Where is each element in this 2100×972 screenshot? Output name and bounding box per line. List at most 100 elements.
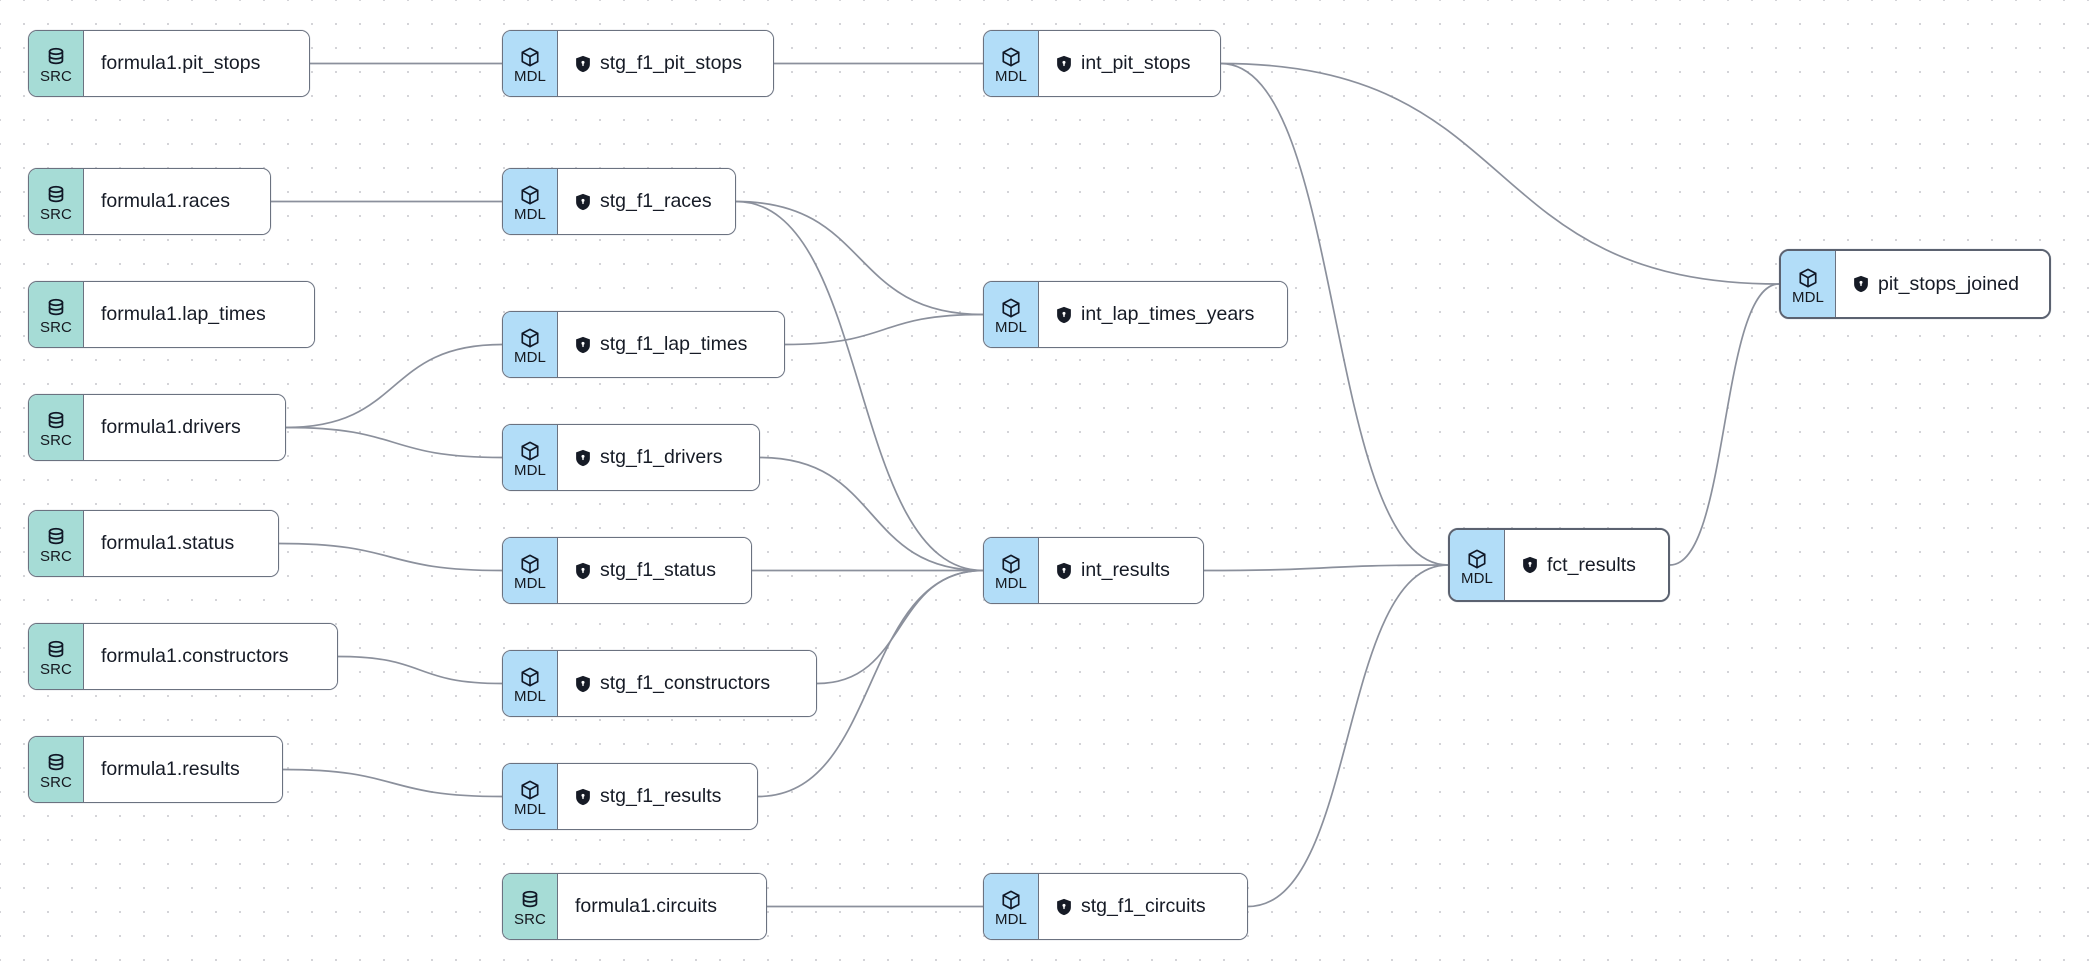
cube-icon <box>1466 548 1488 570</box>
cube-icon <box>519 184 541 206</box>
lineage-node-stg_constructors[interactable]: MDL stg_f1_constructors <box>502 650 817 717</box>
node-body[interactable]: int_pit_stops <box>1039 31 1220 96</box>
lineage-node-int_pit_stops[interactable]: MDL int_pit_stops <box>983 30 1221 97</box>
lineage-node-src_status[interactable]: SRC formula1.status <box>28 510 279 577</box>
lineage-node-src_races[interactable]: SRC formula1.races <box>28 168 271 235</box>
node-label: stg_f1_races <box>600 190 712 212</box>
node-type-label: MDL <box>514 688 546 705</box>
node-body[interactable]: fct_results <box>1505 530 1668 600</box>
node-label: formula1.pit_stops <box>101 52 261 74</box>
lineage-edge-src_results-to-stg_results <box>282 768 503 798</box>
lineage-node-src_constructors[interactable]: SRC formula1.constructors <box>28 623 338 690</box>
lineage-node-pit_stops_joined[interactable]: MDL pit_stops_joined <box>1779 249 2051 319</box>
node-type-badge: MDL <box>1450 530 1505 600</box>
node-body[interactable]: formula1.drivers <box>84 395 285 460</box>
node-type-label: MDL <box>514 206 546 223</box>
node-body[interactable]: stg_f1_results <box>558 764 757 829</box>
node-body[interactable]: stg_f1_drivers <box>558 425 759 490</box>
node-type-label: SRC <box>40 68 72 85</box>
lineage-node-stg_pit_stops[interactable]: MDL stg_f1_pit_stops <box>502 30 774 97</box>
cube-icon <box>1000 889 1022 911</box>
node-type-label: MDL <box>514 349 546 366</box>
node-type-label: MDL <box>514 801 546 818</box>
shield-icon <box>1056 306 1072 324</box>
node-body[interactable]: pit_stops_joined <box>1836 251 2049 317</box>
node-label: stg_f1_status <box>600 559 716 581</box>
cube-icon <box>519 553 541 575</box>
node-body[interactable]: stg_f1_constructors <box>558 651 816 716</box>
cube-icon <box>1000 297 1022 319</box>
node-type-badge: MDL <box>984 874 1039 939</box>
node-body[interactable]: stg_f1_pit_stops <box>558 31 773 96</box>
database-icon <box>519 889 541 911</box>
lineage-edge-fct_results-to-pit_stops_joined <box>1669 283 1780 566</box>
node-type-badge: MDL <box>503 312 558 377</box>
shield-icon <box>575 788 591 806</box>
shield-icon <box>1853 275 1869 293</box>
database-icon <box>45 46 67 68</box>
shield-icon <box>575 562 591 580</box>
shield-icon <box>575 336 591 354</box>
node-type-label: SRC <box>40 661 72 678</box>
node-body[interactable]: formula1.status <box>84 511 278 576</box>
lineage-edge-stg_constructors-to-int_results <box>816 569 984 685</box>
shield-icon <box>575 193 591 211</box>
lineage-node-stg_drivers[interactable]: MDL stg_f1_drivers <box>502 424 760 491</box>
lineage-node-int_results[interactable]: MDL int_results <box>983 537 1204 604</box>
lineage-node-src_circuits[interactable]: SRC formula1.circuits <box>502 873 767 940</box>
node-body[interactable]: int_lap_times_years <box>1039 282 1287 347</box>
database-icon <box>45 297 67 319</box>
lineage-node-stg_circuits[interactable]: MDL stg_f1_circuits <box>983 873 1248 940</box>
lineage-edge-src_drivers-to-stg_drivers <box>285 426 503 459</box>
lineage-node-stg_status[interactable]: MDL stg_f1_status <box>502 537 752 604</box>
node-label: fct_results <box>1547 553 1636 576</box>
node-body[interactable]: formula1.races <box>84 169 270 234</box>
lineage-node-src_results[interactable]: SRC formula1.results <box>28 736 283 803</box>
lineage-edge-stg_races-to-int_results <box>735 200 984 572</box>
node-label: int_lap_times_years <box>1081 303 1255 325</box>
node-type-badge: MDL <box>984 538 1039 603</box>
lineage-node-stg_races[interactable]: MDL stg_f1_races <box>502 168 736 235</box>
node-body[interactable]: stg_f1_circuits <box>1039 874 1247 939</box>
node-type-badge: MDL <box>984 282 1039 347</box>
cube-icon <box>519 779 541 801</box>
node-body[interactable]: stg_f1_races <box>558 169 735 234</box>
node-label: stg_f1_lap_times <box>600 333 748 355</box>
shield-icon <box>1056 562 1072 580</box>
node-type-badge: MDL <box>503 764 558 829</box>
node-label: formula1.results <box>101 758 240 780</box>
shield-icon <box>575 675 591 693</box>
node-body[interactable]: formula1.lap_times <box>84 282 314 347</box>
node-body[interactable]: stg_f1_status <box>558 538 751 603</box>
lineage-edge-stg_drivers-to-int_results <box>759 456 984 572</box>
node-type-label: SRC <box>40 206 72 223</box>
node-type-badge: MDL <box>503 169 558 234</box>
shield-icon <box>575 55 591 73</box>
node-body[interactable]: formula1.pit_stops <box>84 31 309 96</box>
lineage-node-src_pit_stops[interactable]: SRC formula1.pit_stops <box>28 30 310 97</box>
lineage-node-stg_lap_times[interactable]: MDL stg_f1_lap_times <box>502 311 785 378</box>
node-body[interactable]: stg_f1_lap_times <box>558 312 784 377</box>
node-type-label: MDL <box>514 575 546 592</box>
node-body[interactable]: int_results <box>1039 538 1203 603</box>
node-label: stg_f1_circuits <box>1081 895 1206 917</box>
node-type-badge: SRC <box>29 282 84 347</box>
lineage-node-src_drivers[interactable]: SRC formula1.drivers <box>28 394 286 461</box>
node-label: formula1.status <box>101 532 235 554</box>
lineage-node-fct_results[interactable]: MDL fct_results <box>1448 528 1670 602</box>
lineage-node-int_lap_times_years[interactable]: MDL int_lap_times_years <box>983 281 1288 348</box>
lineage-edge-src_drivers-to-stg_lap_times <box>285 343 503 429</box>
cube-icon <box>1797 267 1819 289</box>
node-type-badge: MDL <box>503 651 558 716</box>
node-type-badge: MDL <box>984 31 1039 96</box>
node-body[interactable]: formula1.results <box>84 737 282 802</box>
node-body[interactable]: formula1.constructors <box>84 624 337 689</box>
lineage-node-stg_results[interactable]: MDL stg_f1_results <box>502 763 758 830</box>
node-body[interactable]: formula1.circuits <box>558 874 766 939</box>
node-type-label: MDL <box>995 68 1027 85</box>
lineage-node-src_lap_times[interactable]: SRC formula1.lap_times <box>28 281 315 348</box>
node-label: formula1.constructors <box>101 645 289 667</box>
node-label: stg_f1_results <box>600 785 722 807</box>
